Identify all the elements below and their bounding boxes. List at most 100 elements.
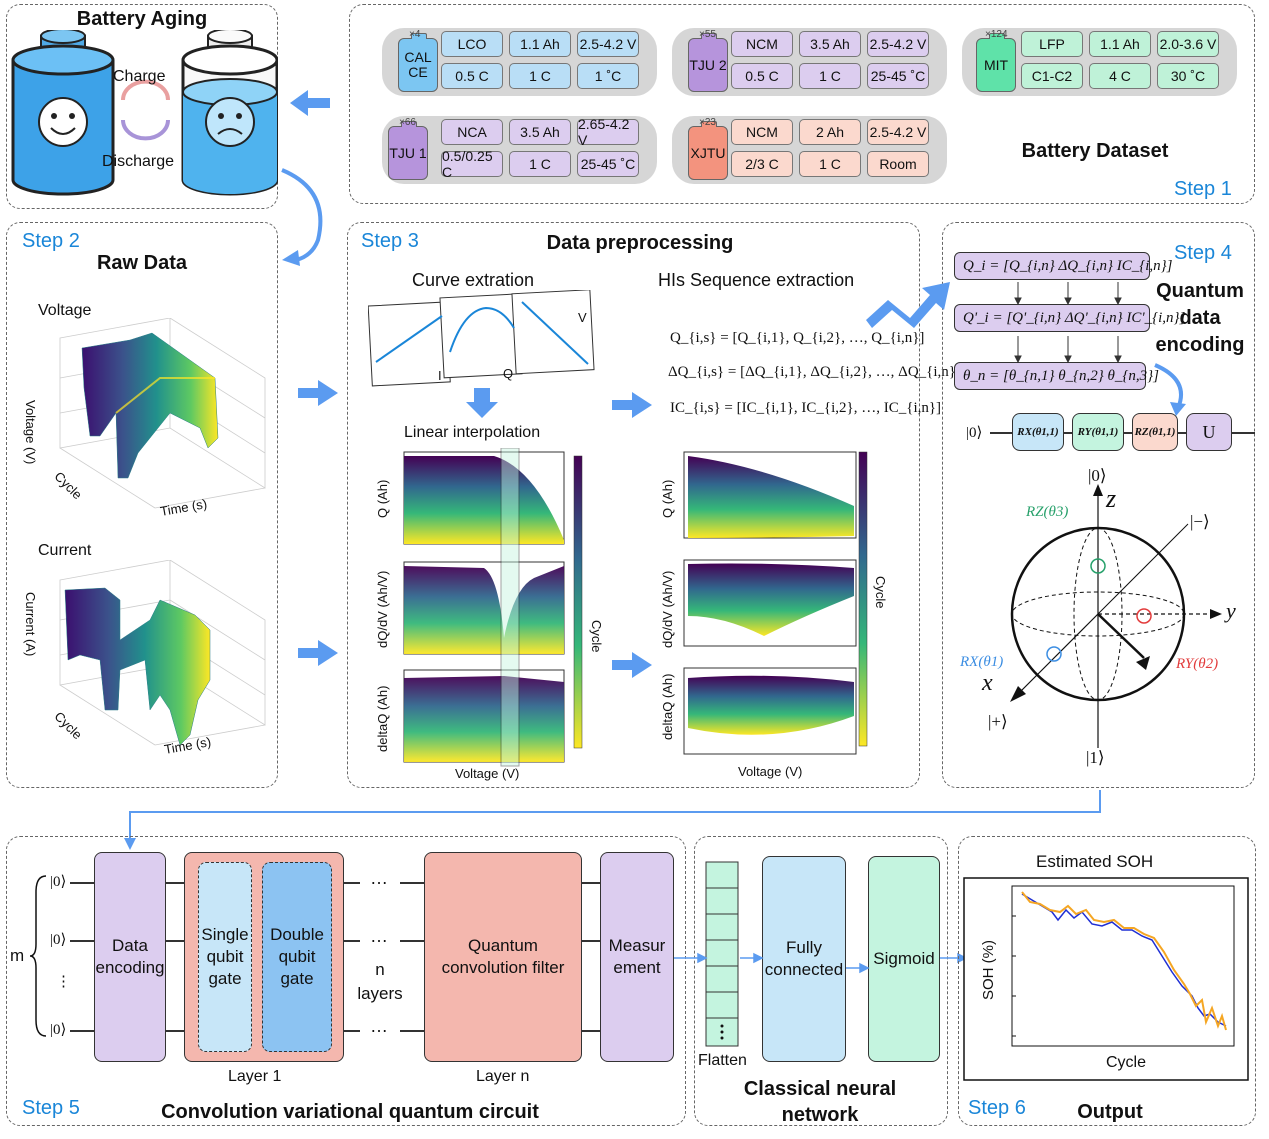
voltage-3d-plot <box>59 318 266 509</box>
qubit-ket: |0⟩ <box>50 932 67 948</box>
linear-interpolation-title: Linear interpolation <box>404 424 541 441</box>
qubit-count-m: m <box>10 946 25 965</box>
dataset-cell: 1.1 Ah <box>509 31 571 57</box>
data-preprocessing-panel <box>347 222 920 788</box>
dataset-cell: Room <box>867 151 929 177</box>
data-encoding-block: Data encoding <box>94 852 166 1062</box>
soh-xlabel: Cycle <box>1106 1054 1147 1071</box>
battery-icon: TJU 1 <box>388 121 428 180</box>
battery-dataset-title: Battery Dataset <box>1021 140 1169 162</box>
rx-gate: RX(θ1,1) <box>1012 413 1064 451</box>
flatten-label: Flatten <box>698 1052 747 1069</box>
qubit-ket: |0⟩ <box>50 874 67 890</box>
qubit-brace <box>30 875 47 1037</box>
dataset-cell: 2 Ah <box>799 119 861 145</box>
dots-2: … <box>370 926 388 946</box>
battery-icon: XJTU <box>688 121 728 180</box>
dots-3: … <box>370 1016 388 1036</box>
his-xlabel: Voltage (V) <box>738 764 803 779</box>
bloch-z-label: z <box>1106 484 1117 513</box>
flatten-vector <box>705 861 739 1047</box>
eq-ic-sequence: IC_{i,s} = [IC_{i,1}, IC_{i,2}, …, IC_{i… <box>670 400 942 416</box>
dataset-cell: NCM <box>731 119 793 145</box>
voltage-title: Voltage <box>38 302 92 319</box>
current-title: Current <box>38 542 92 559</box>
eq-dq-sequence: ΔQ_{i,s} = [ΔQ_{i,1}, ΔQ_{i,2}, …, ΔQ_{i… <box>668 364 961 380</box>
dataset-cell: 2/3 C <box>731 151 793 177</box>
dataset-cell: 0.5 C <box>731 63 793 89</box>
layer1-label: Layer 1 <box>228 1068 282 1085</box>
soh-chart <box>963 877 1249 1081</box>
output-title: Output <box>1077 1101 1143 1123</box>
curve-tag-i: I <box>438 368 442 383</box>
dataset-cell: 30 ˚C <box>1157 63 1219 89</box>
data-preprocessing-title: Data preprocessing <box>546 232 734 254</box>
dataset-cell: 2.65-4.2 V <box>577 116 639 148</box>
dataset-cell: 3.5 Ah <box>509 119 571 145</box>
classical-nn-panel <box>694 836 948 1126</box>
qubit-ket: ⋮ <box>56 974 71 990</box>
battery-aging-title: Battery Aging <box>76 8 208 30</box>
dataset-cell: NCA <box>441 119 503 145</box>
dataset-cell: 1 C <box>509 151 571 177</box>
curve-tag-v: V <box>578 310 587 325</box>
dataset-cell: NCM <box>731 31 793 57</box>
measurement-block: Measur ement <box>600 852 674 1062</box>
bloch-rx-label: RX(θ1) <box>960 654 1004 670</box>
bloch-sphere <box>1010 484 1222 748</box>
curve-tag-q: Q <box>503 366 514 381</box>
eq-feature-vector: Q_i = [Q_{i,n} ΔQ_{i,n} IC_{i,n}] <box>954 252 1173 280</box>
dataset-cell: 25-45 ˚C <box>867 63 929 89</box>
soh-ylabel: SOH (%) <box>980 940 997 1000</box>
curve-extraction-title: Curve extration <box>412 270 535 290</box>
battery-aging-illustration <box>11 30 278 196</box>
raw-data-panel <box>6 222 278 788</box>
quantum-encoding-panel <box>942 222 1255 788</box>
interpolation-plots <box>403 448 583 767</box>
quantum-encoding-title: Quantum data encoding <box>1155 280 1245 356</box>
output-panel <box>958 836 1256 1126</box>
step3-label: Step 3 <box>361 230 419 252</box>
bloch-ry-label: RY(θ2) <box>1176 656 1219 672</box>
dataset-cell: 3.5 Ah <box>799 31 861 57</box>
step4-label: Step 4 <box>1174 242 1232 264</box>
dataset-cell: 1 ˚C <box>577 63 639 89</box>
dataset-cell: 1.1 Ah <box>1089 31 1151 57</box>
encoding-arrows <box>1014 282 1186 416</box>
single-qubit-gate: Single qubit gate <box>198 862 252 1052</box>
dataset-cell: 0.5/0.25 C <box>441 148 503 180</box>
battery-icon: CAL CE <box>398 33 438 92</box>
dataset-cell: 2.5-4.2 V <box>867 31 929 57</box>
rz-gate: RZ(θ1,1) <box>1132 413 1178 451</box>
bloch-y-label: y <box>1226 598 1236 623</box>
eq-angle-vector: θ_n = [θ_{n,1} θ_{n,2} θ_{n,3}] <box>954 362 1159 390</box>
bloch-ket0-label: |0⟩ <box>1088 466 1107 485</box>
ket-zero: |0⟩ <box>966 425 983 441</box>
dataset-cell: 1 C <box>509 63 571 89</box>
battery-icon: TJU 2 <box>688 33 728 92</box>
u-gate: U <box>1186 413 1232 451</box>
circuit-panel <box>6 836 686 1126</box>
his-extraction-title: HIs Sequence extraction <box>658 270 855 290</box>
soh-chart-title: Estimated SOH <box>1036 852 1154 871</box>
curve-extraction-illustration <box>368 290 595 387</box>
qubit-ket: |0⟩ <box>50 1022 67 1038</box>
ry-gate: RY(θ1,1) <box>1072 413 1124 451</box>
bloch-ket1-label: |1⟩ <box>1086 748 1105 767</box>
circuit-title: Convolution variational quantum circuit <box>161 1101 539 1123</box>
layer-n-label: Layer n <box>476 1068 530 1085</box>
quantum-convolution-filter: Quantum convolution filter <box>424 852 582 1062</box>
dots-1: … <box>370 868 388 888</box>
interp-xlabel: Voltage (V) <box>455 766 520 781</box>
his-plots <box>683 451 868 755</box>
bloch-x-label: x <box>982 670 993 696</box>
dataset-cell: 25-45 ˚C <box>577 151 639 177</box>
bloch-rz-label: RZ(θ3) <box>1026 504 1069 520</box>
battery-icon: MIT <box>976 33 1016 92</box>
dataset-cell: C1-C2 <box>1021 63 1083 89</box>
double-qubit-gate: Double qubit gate <box>262 862 332 1052</box>
dataset-cell: 2.0-3.6 V <box>1157 31 1219 57</box>
discharge-label: Discharge <box>102 153 175 170</box>
step1-label: Step 1 <box>1174 178 1232 200</box>
